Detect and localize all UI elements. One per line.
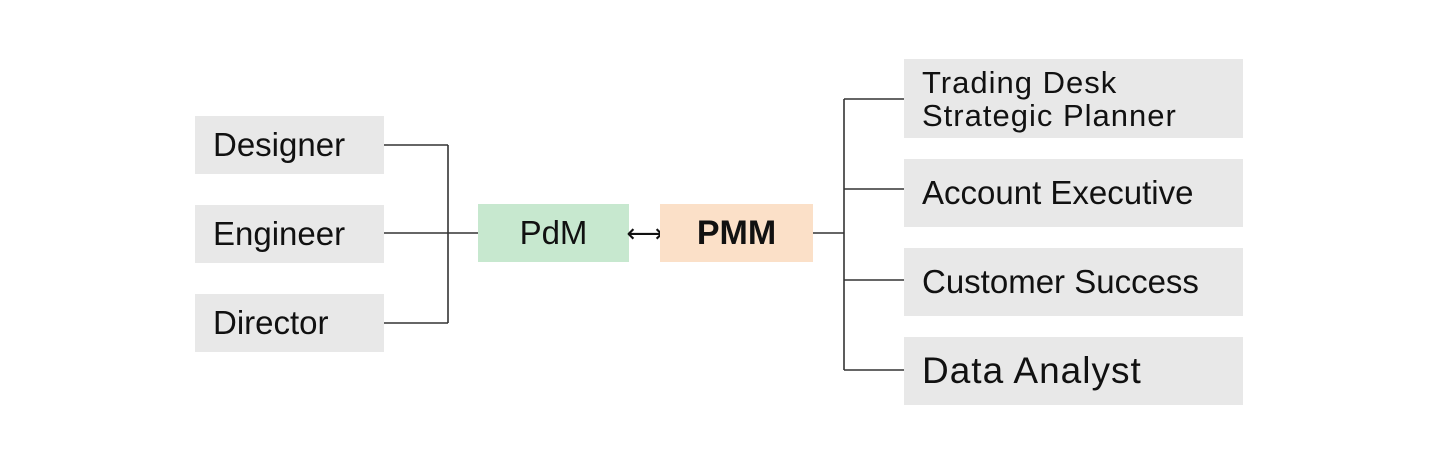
- role-box-customer-success: Customer Success: [904, 248, 1243, 316]
- role-label: Engineer: [213, 215, 346, 252]
- role-box-director: Director: [195, 294, 384, 352]
- role-label: Account Executive: [922, 174, 1194, 211]
- role-label-line2: Strategic Planner: [922, 97, 1177, 133]
- pdm-box: PdM: [478, 204, 629, 262]
- role-box-trading-desk: Trading Desk Strategic Planner: [904, 59, 1243, 138]
- role-box-engineer: Engineer: [195, 205, 384, 263]
- role-label-line1: Trading Desk: [922, 64, 1118, 100]
- role-box-account-executive: Account Executive: [904, 159, 1243, 227]
- double-arrow-icon: ⟷: [626, 217, 664, 248]
- role-box-data-analyst: Data Analyst: [904, 337, 1243, 405]
- pdm-label: PdM: [519, 214, 588, 251]
- role-label: Director: [213, 304, 329, 341]
- pmm-label: PMM: [696, 213, 777, 252]
- role-label: Designer: [213, 126, 346, 163]
- role-label: Data Analyst: [922, 350, 1142, 391]
- pmm-box: PMM: [660, 204, 813, 262]
- role-label: Customer Success: [922, 263, 1199, 300]
- role-box-designer: Designer: [195, 116, 384, 174]
